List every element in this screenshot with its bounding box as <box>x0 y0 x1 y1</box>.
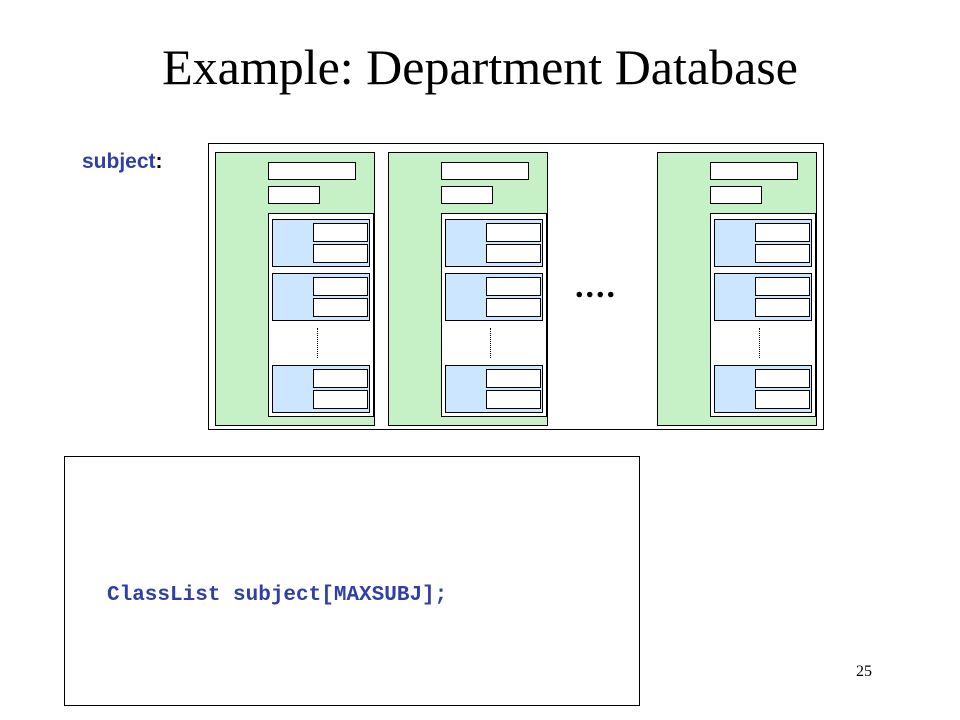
student-entry <box>272 365 370 413</box>
entry-field <box>313 244 368 263</box>
student-entry <box>445 273 543 321</box>
record-name-field <box>268 162 356 180</box>
student-entry <box>272 219 370 267</box>
entry-field <box>313 223 368 242</box>
vertical-ellipsis <box>490 328 491 358</box>
entry-field <box>755 390 810 409</box>
entry-field <box>486 369 541 388</box>
entry-field <box>486 223 541 242</box>
record-count-field <box>268 186 320 204</box>
entry-field <box>486 298 541 317</box>
entry-field <box>313 277 368 296</box>
subject-label-colon: : <box>155 150 163 173</box>
record-count-field <box>710 186 762 204</box>
student-entry <box>714 219 812 267</box>
student-list-box <box>268 213 374 417</box>
class-list-record <box>388 152 548 426</box>
page-number: 25 <box>856 663 872 680</box>
records-ellipsis: .... <box>575 268 617 305</box>
code-line: ClassList subject[MAXSUBJ]; <box>107 584 448 607</box>
entry-field <box>313 298 368 317</box>
entry-field <box>486 277 541 296</box>
entry-field <box>313 369 368 388</box>
code-box: ClassList subject[MAXSUBJ]; <box>64 456 640 706</box>
student-entry <box>714 365 812 413</box>
record-name-field <box>710 162 798 180</box>
entry-field <box>486 390 541 409</box>
subject-label-text: subject <box>82 150 156 173</box>
entry-field <box>755 298 810 317</box>
subject-label: subject: <box>82 150 163 174</box>
student-entry <box>445 219 543 267</box>
entry-field <box>755 277 810 296</box>
entry-field <box>313 390 368 409</box>
class-list-record <box>215 152 375 426</box>
entry-field <box>755 223 810 242</box>
student-entry <box>714 273 812 321</box>
vertical-ellipsis <box>759 328 760 358</box>
student-list-box <box>710 213 816 417</box>
student-entry <box>445 365 543 413</box>
student-entry <box>272 273 370 321</box>
vertical-ellipsis <box>317 328 318 358</box>
student-list-box <box>441 213 547 417</box>
entry-field <box>486 244 541 263</box>
record-name-field <box>441 162 529 180</box>
record-count-field <box>441 186 493 204</box>
class-list-record <box>657 152 817 426</box>
slide-title: Example: Department Database <box>162 39 798 95</box>
entry-field <box>755 244 810 263</box>
entry-field <box>755 369 810 388</box>
